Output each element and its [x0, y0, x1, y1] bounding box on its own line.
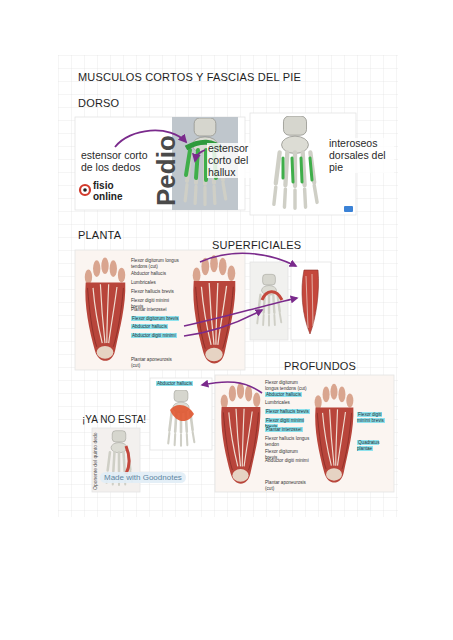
- part-label: Plantar aponeurosis (cut): [265, 480, 311, 491]
- watermark: Made with Goodnotes: [100, 472, 186, 483]
- part-label: Lumbricales: [131, 280, 181, 286]
- part-label: Flexor digitorum longus tendons (cut): [265, 380, 311, 391]
- part-label: Plantar interossei: [131, 307, 181, 313]
- muscle-note: estensor corto del hallux: [207, 143, 253, 178]
- muscle-note: estensor corto de los dedos: [80, 150, 154, 174]
- label-text: Flexor hallucis brevis: [265, 409, 310, 414]
- highlighted-label: Flexor digiti minimi brevis: [357, 412, 391, 423]
- label-text: Abductor hallucis: [131, 324, 168, 329]
- watermark: Pedio: [152, 135, 182, 206]
- label-text: Abductor hallucis: [156, 381, 193, 386]
- section-heading: PLANTA: [78, 229, 158, 242]
- highlighted-label: Abductor hallucis: [131, 324, 183, 330]
- section-heading: DORSO: [78, 97, 158, 110]
- page-title: MUSCULOS CORTOS Y FASCIAS DEL PIE: [78, 71, 378, 84]
- label-text: Abductor digiti minimi: [131, 333, 177, 338]
- part-label: Plantar aponeurosis (cut): [131, 357, 181, 368]
- part-label: Abductor digiti minimi: [265, 458, 311, 464]
- label-text: Flexor digiti minimi brevis: [357, 412, 385, 423]
- label-text: Abductor hallucis: [265, 392, 302, 397]
- note-text: ¡YA NO ESTA!: [82, 414, 146, 426]
- logo-text: fisio: [93, 180, 114, 192]
- label-text: Plantar interossei: [265, 427, 303, 432]
- part-label: Abductor hallucis: [131, 271, 181, 277]
- section-heading: PROFUNDOS: [284, 360, 384, 373]
- label-text: Flexor digitorum brevis: [131, 316, 179, 321]
- highlighted-label: Quadratus plantae: [357, 440, 391, 451]
- highlighted-label: Plantar interossei: [265, 427, 311, 433]
- part-label: Lumbricales: [265, 400, 311, 406]
- image-caption: Oponente del quinto dedo: [93, 432, 99, 490]
- highlighted-label: Abductor digiti minimi: [131, 333, 183, 339]
- part-label: Flexor hallucis longus tendon: [265, 436, 311, 447]
- label-text: Quadratus plantae: [357, 440, 379, 451]
- highlighted-label: Flexor hallucis brevis: [265, 409, 311, 415]
- part-label: Flexor hallucis brevis: [131, 289, 181, 295]
- logo-text: online: [93, 191, 122, 203]
- part-label: Flexor digitorum longus tendons (cut): [131, 258, 181, 269]
- section-heading: SUPERFICIALES: [212, 239, 322, 252]
- highlighted-label: Flexor digitorum brevis: [131, 316, 183, 322]
- highlighted-label: Abductor hallucis: [265, 392, 311, 398]
- muscle-note: interoseos dorsales del pie: [328, 138, 394, 173]
- highlighted-label: Abductor hallucis: [156, 381, 208, 387]
